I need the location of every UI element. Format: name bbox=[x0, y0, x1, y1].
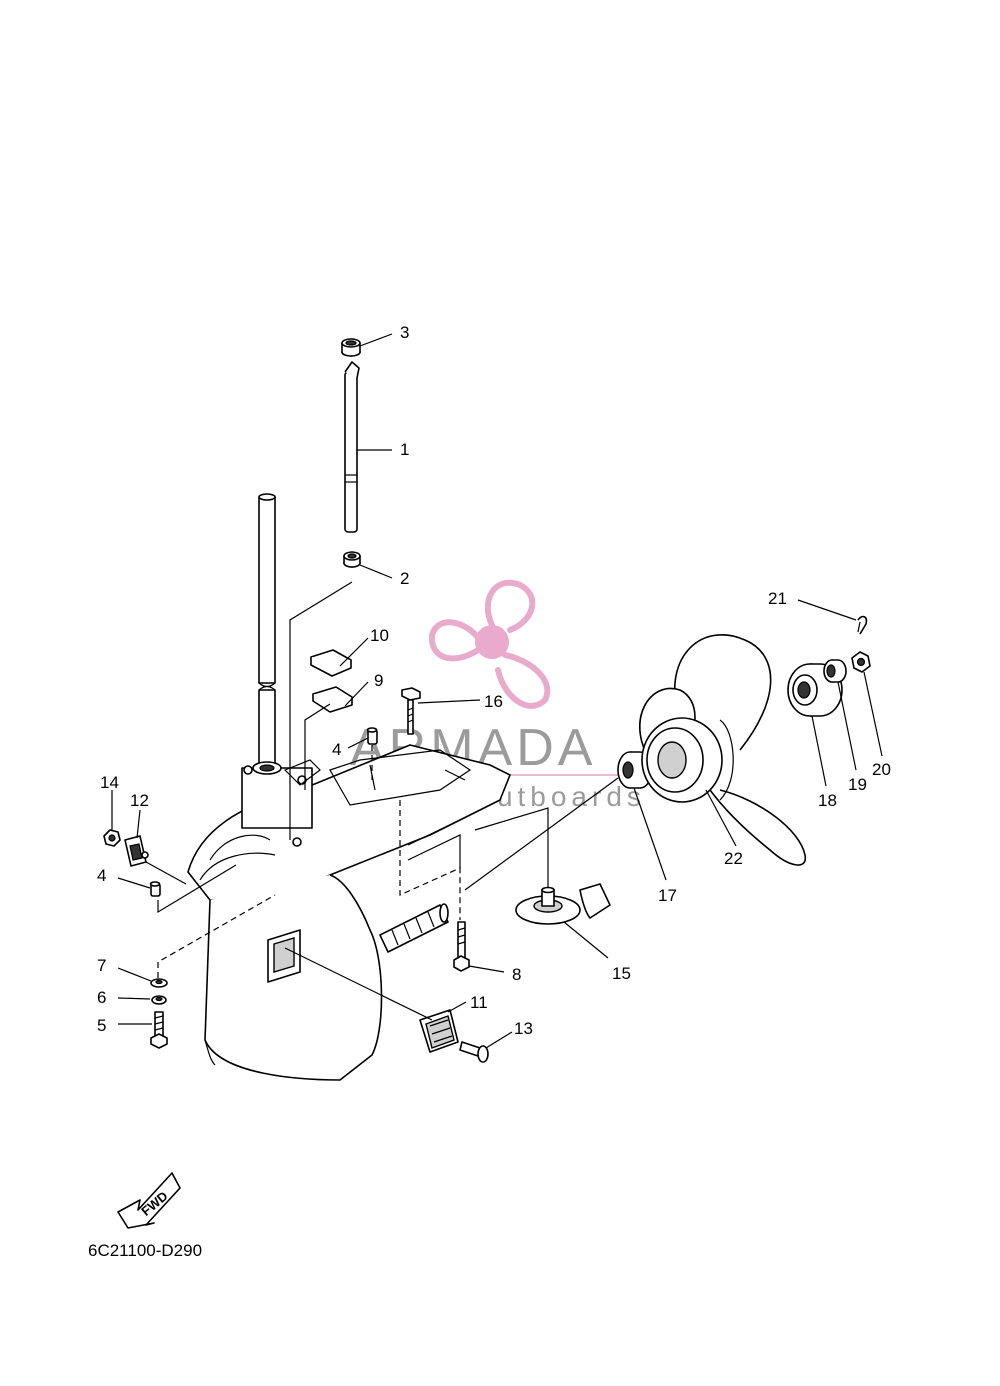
part-11-cover bbox=[419, 1009, 459, 1053]
callout-9: 9 bbox=[374, 671, 383, 690]
assembly-lines bbox=[157, 581, 619, 1021]
part-8-bolt bbox=[453, 921, 470, 972]
part-20-nut bbox=[851, 651, 871, 673]
part-13-screw bbox=[459, 1041, 489, 1063]
callout-13: 13 bbox=[514, 1019, 533, 1038]
callout-2: 2 bbox=[400, 569, 409, 588]
part-10-plate bbox=[310, 649, 352, 677]
callout-8: 8 bbox=[512, 965, 521, 984]
part-2-grommet bbox=[343, 551, 361, 568]
drive-shaft bbox=[258, 493, 276, 801]
part-6-washer bbox=[151, 995, 167, 1005]
callout-22: 22 bbox=[724, 849, 743, 868]
part-15-anode bbox=[515, 883, 611, 925]
part-21-cotter-pin bbox=[857, 615, 868, 635]
part-22-propeller bbox=[639, 634, 806, 866]
callout-11: 11 bbox=[470, 993, 488, 1012]
fwd-arrow: FWD bbox=[117, 1172, 181, 1229]
callout-16: 16 bbox=[484, 692, 503, 711]
part-7-washer bbox=[150, 978, 168, 988]
callout-17: 17 bbox=[658, 886, 677, 905]
callout-12: 12 bbox=[130, 791, 149, 810]
propeller-shaft bbox=[379, 903, 449, 953]
part-3-seal bbox=[341, 338, 361, 357]
lower-unit-housing bbox=[187, 744, 511, 1081]
part-14-nut bbox=[103, 829, 121, 847]
part-4-dowel-upper bbox=[366, 727, 378, 745]
callout-14: 14 bbox=[100, 773, 119, 792]
callout-1: 1 bbox=[400, 440, 409, 459]
part-5-bolt bbox=[150, 1011, 168, 1049]
callout-15: 15 bbox=[612, 964, 631, 983]
part-12-anode bbox=[124, 835, 149, 867]
callout-19: 19 bbox=[848, 775, 867, 794]
callout-6: 6 bbox=[97, 988, 106, 1007]
leader-lines bbox=[111, 333, 883, 1049]
part-19-washer bbox=[823, 659, 847, 683]
callout-labels: 3 1 2 10 9 16 4 14 12 4 7 6 5 8 11 13 15… bbox=[97, 323, 891, 1038]
part-4-dowel-left bbox=[149, 881, 161, 897]
part-9-plate bbox=[312, 686, 353, 713]
callout-10: 10 bbox=[370, 626, 389, 645]
part-1-water-tube bbox=[344, 361, 360, 533]
callout-20: 20 bbox=[872, 760, 891, 779]
watermark-logo bbox=[428, 579, 551, 709]
callout-18: 18 bbox=[818, 791, 837, 810]
drawing-code: 6C21100-D290 bbox=[88, 1241, 202, 1260]
watermark-logo-core bbox=[475, 625, 509, 659]
callout-4-left: 4 bbox=[97, 866, 106, 885]
callout-7: 7 bbox=[97, 956, 106, 975]
callout-3: 3 bbox=[400, 323, 409, 342]
callout-4-upper: 4 bbox=[332, 740, 341, 759]
callout-5: 5 bbox=[97, 1016, 106, 1035]
part-16-bolt bbox=[401, 687, 421, 735]
callout-21: 21 bbox=[768, 589, 787, 608]
